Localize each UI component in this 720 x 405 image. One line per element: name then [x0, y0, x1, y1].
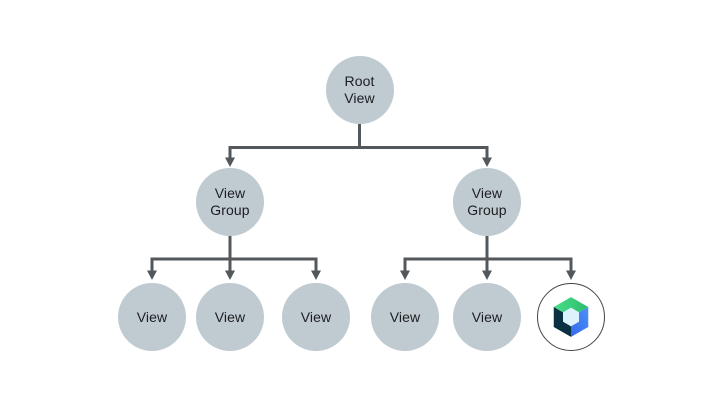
node-view-4: View: [371, 283, 439, 351]
node-label: View: [300, 308, 332, 325]
jetpack-compose-icon: [553, 297, 589, 337]
arrowheads: [147, 157, 576, 280]
node-view-group-right: View Group: [453, 168, 521, 236]
node-view-1: View: [118, 283, 186, 351]
node-view-3: View: [282, 283, 350, 351]
node-compose: [537, 283, 605, 351]
node-label: View: [471, 308, 503, 325]
node-view-2: View: [196, 283, 264, 351]
node-label: View: [389, 308, 421, 325]
node-label: View: [344, 90, 375, 106]
node-view-group-left: View Group: [196, 168, 264, 236]
edge-left-branch: [150, 257, 318, 271]
node-label: Group: [467, 202, 507, 218]
node-label: View: [214, 185, 246, 201]
node-view-5: View: [453, 283, 521, 351]
node-root-view: Root View: [325, 56, 394, 124]
node-label: View: [136, 308, 168, 325]
node-label: Group: [210, 202, 250, 218]
node-label: Root: [344, 73, 375, 89]
node-label: View: [214, 308, 246, 325]
edge-root-branch: [228, 146, 489, 159]
node-label: View: [471, 185, 503, 201]
